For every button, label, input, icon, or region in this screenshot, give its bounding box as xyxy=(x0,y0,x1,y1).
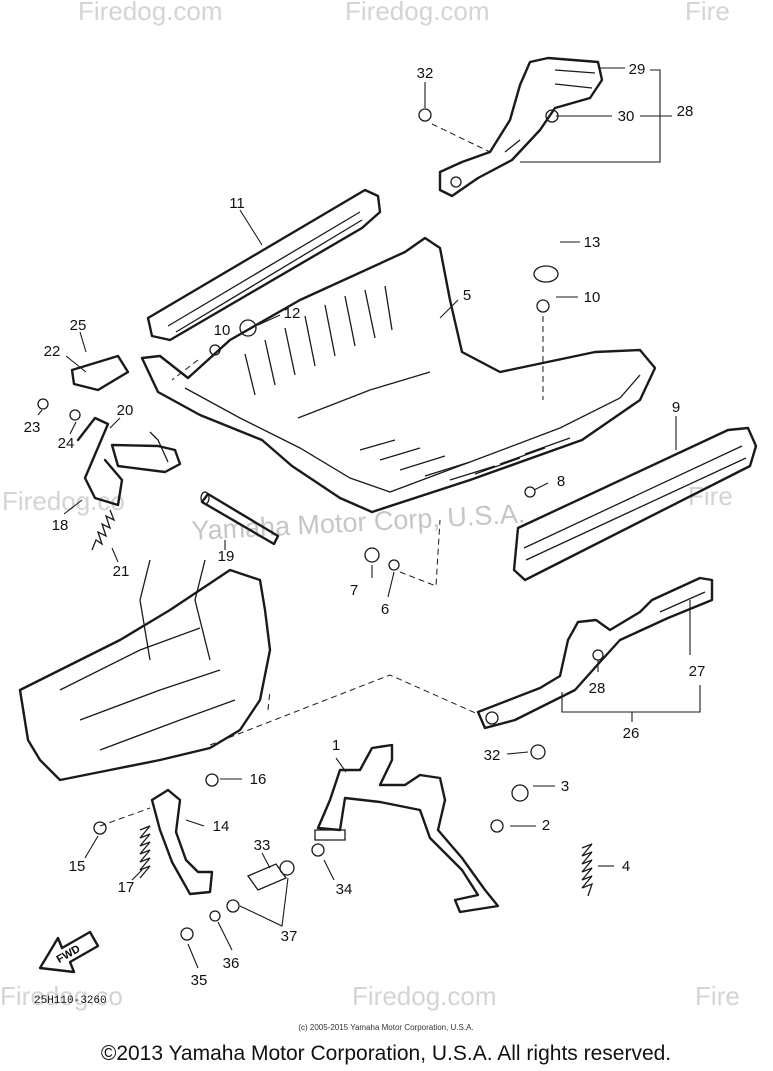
label-part-6: 6 xyxy=(381,601,389,618)
part-center-stand xyxy=(314,743,500,914)
label-part-22: 22 xyxy=(44,343,61,360)
label-part-27: 27 xyxy=(689,663,706,680)
label-part-33: 33 xyxy=(254,837,271,854)
label-part-23: 23 xyxy=(24,419,41,436)
label-part-5: 5 xyxy=(463,287,471,304)
label-part-35: 35 xyxy=(191,972,208,989)
footer-copyright: ©2013 Yamaha Motor Corporation, U.S.A. A… xyxy=(101,1042,671,1065)
label-part-1: 1 xyxy=(332,737,340,754)
label-part-8: 8 xyxy=(557,473,565,490)
part-rear-footrest-upper xyxy=(438,56,604,198)
part-spring-left xyxy=(139,825,151,879)
label-part-37: 37 xyxy=(281,928,298,945)
label-part-11: 11 xyxy=(229,195,245,212)
forward-direction-arrow: FWD xyxy=(38,930,100,974)
part-pivot-shaft xyxy=(200,491,280,546)
watermark-brand-bottom-center: Firedog.com xyxy=(352,981,497,1011)
label-part-13: 13 xyxy=(584,234,601,251)
label-part-3: 3 xyxy=(561,778,569,795)
watermark-brand-top-center: Firedog.com xyxy=(345,0,490,26)
watermark-brand-bottom-right: Fire xyxy=(695,981,740,1011)
label-part-18: 18 xyxy=(52,517,69,534)
watermark-brand-bottom-left: Firedog.co xyxy=(0,981,123,1011)
watermark-brand-top: Firedog.com xyxy=(78,0,223,26)
label-part-4: 4 xyxy=(622,858,630,875)
watermark-layer: Firedog.com Firedog.com Fire Firedog.co … xyxy=(0,0,740,1011)
leader-lines xyxy=(37,67,701,969)
label-part-19: 19 xyxy=(218,548,235,565)
label-part-16: 16 xyxy=(250,771,267,788)
label-part-10-left: 10 xyxy=(214,322,231,339)
label-part-25: 25 xyxy=(70,317,87,334)
label-part-17: 17 xyxy=(118,879,135,896)
fwd-arrow-label: FWD xyxy=(55,943,83,966)
part-rear-footrest-lower xyxy=(476,576,714,730)
assembly-lines xyxy=(99,123,544,827)
label-part-32-bottom: 32 xyxy=(484,747,501,764)
label-part-2: 2 xyxy=(542,817,550,834)
part-spring-small xyxy=(91,509,116,551)
part-spring-right xyxy=(581,843,594,897)
part-pedal-arm-left xyxy=(70,354,182,507)
part-floor-board xyxy=(140,236,657,514)
footer-fine-print: (c) 2005-2015 Yamaha Motor Corporation, … xyxy=(298,1023,473,1032)
label-part-15: 15 xyxy=(69,858,86,875)
part-number-labels: 32 29 30 28 11 13 5 10 12 10 25 22 20 23… xyxy=(24,61,706,989)
label-part-10-right: 10 xyxy=(584,289,601,306)
label-part-12: 12 xyxy=(284,305,301,322)
label-part-36: 36 xyxy=(223,955,240,972)
label-part-26: 26 xyxy=(623,725,640,742)
label-part-29: 28 xyxy=(677,103,694,120)
drawing-code: 25H110-3260 xyxy=(34,995,107,1007)
label-part-31: 30 xyxy=(618,108,635,125)
label-part-34: 34 xyxy=(336,881,353,898)
label-part-21: 21 xyxy=(113,563,130,580)
label-part-9: 9 xyxy=(672,399,680,416)
label-part-28: 28 xyxy=(589,680,606,697)
part-left-side-rail xyxy=(146,188,382,342)
watermark-brand-top-right: Fire xyxy=(685,0,730,26)
label-part-7: 7 xyxy=(350,582,358,599)
part-side-stand xyxy=(150,788,214,896)
label-part-24: 24 xyxy=(58,435,75,452)
hardware-parts xyxy=(37,108,604,941)
label-part-30: 29 xyxy=(629,61,646,78)
label-part-14: 14 xyxy=(213,818,230,835)
part-right-side-rail xyxy=(512,426,758,582)
part-frame-outline xyxy=(18,559,272,782)
label-part-32-top: 32 xyxy=(417,65,434,82)
label-part-20: 20 xyxy=(117,402,134,419)
